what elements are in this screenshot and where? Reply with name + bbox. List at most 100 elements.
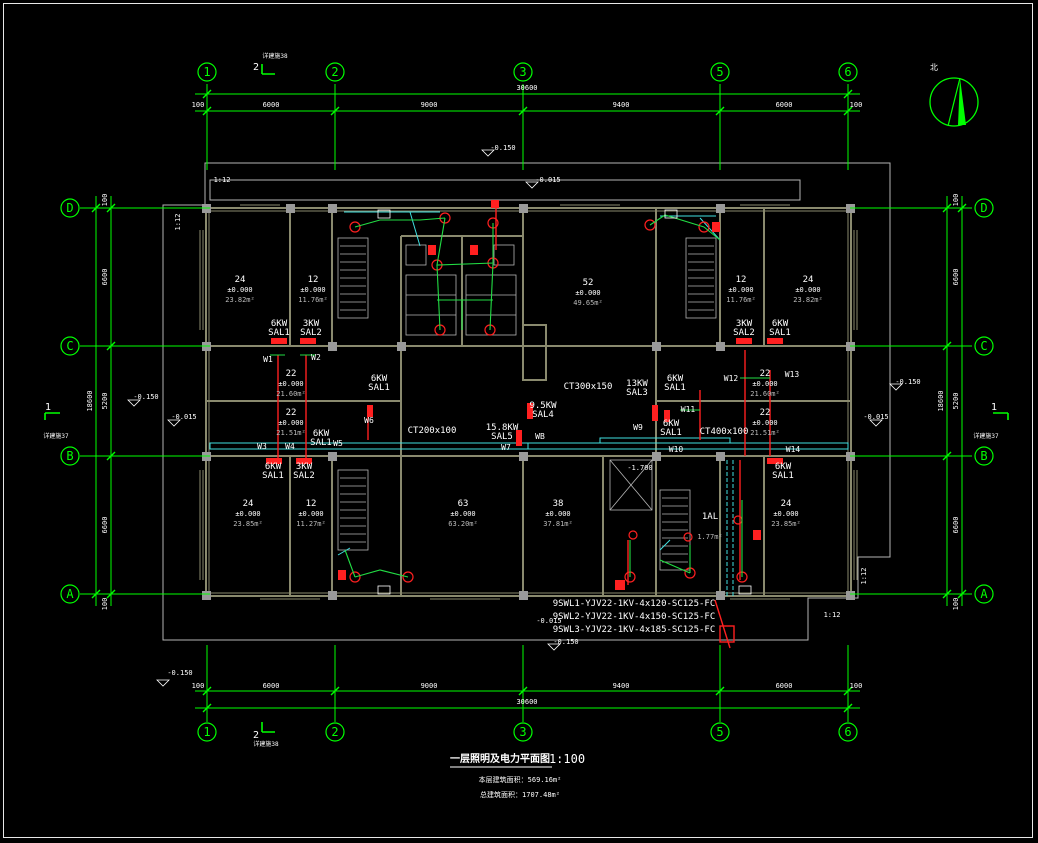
room-area: 49.65m² [573,299,603,307]
panel-tag: SAL4 [532,410,554,420]
room-area: 23.82m² [793,296,823,304]
panel-capacity: 6KW [775,462,792,472]
section-number: 2 [253,62,259,73]
dimension: 100 [952,194,960,207]
panel-capacity: 3KW [303,319,320,329]
axis-label-right: D [980,201,987,215]
room-area: 11.27m² [296,520,326,528]
dimension: 6600 [101,517,109,534]
room-number: 12 [308,275,319,285]
dimension: 5200 [952,393,960,410]
room-elevation: ±0.000 [752,419,777,427]
room-number: 24 [803,275,814,285]
circuit-id: W3 [257,442,267,451]
dimension: 100 [101,194,109,207]
level: -0.150 [133,393,158,401]
section-mark-lines [44,64,1009,733]
level: -0.150 [895,378,920,386]
dimension: 6600 [952,517,960,534]
panel-tag: SAL2 [733,328,755,338]
ramp-slope: 1:12 [860,568,868,585]
tray-spec: CT300x150 [564,382,613,392]
level: -1.700 [627,464,652,472]
room-area: 23.85m² [771,520,801,528]
tray-spec: CT200x100 [408,426,457,436]
level: -0.150 [167,669,192,677]
room-elevation: ±0.000 [795,286,820,294]
circuit-id: W14 [786,445,801,454]
room-number: 1AL [702,512,718,522]
axis-bubbles [60,62,994,742]
panel-capacity: 15.8KW [486,423,519,433]
drawing-title: 一层照明及电力平面图 [450,752,550,765]
room-elevation: ±0.000 [227,286,252,294]
panel-tag: SAL1 [664,383,686,393]
incoming-cable: 9SWL2-YJV22-1KV-4x150-SC125-FC [553,612,716,622]
dimension: 6000 [263,682,280,690]
room-number: 38 [553,499,564,509]
panel-capacity: 9.5KW [529,401,557,411]
level: -0.015 [536,617,561,625]
room-elevation: ±0.000 [278,380,303,388]
incoming-cable: 9SWL1-YJV22-1KV-4x120-SC125-FC [553,599,716,609]
circuit-id: W9 [633,423,643,432]
room-number: 24 [781,499,792,509]
tray-spec: CT400x100 [700,427,749,437]
axis-label-bottom: 1 [203,725,210,739]
panel-capacity: 6KW [772,319,789,329]
circuit-id: W5 [333,439,343,448]
panel-tag: SAL1 [310,438,332,448]
ramp-slope: 1:12 [824,611,841,619]
circuit-id: W7 [501,443,511,452]
north-label: 北 [930,63,938,72]
level: -0.015 [535,176,560,184]
section-number: 1 [45,402,51,413]
panel-capacity: 3KW [296,462,313,472]
panel-tag: SAL2 [300,328,322,338]
dimension: 100 [850,101,863,109]
room-elevation: ±0.000 [300,286,325,294]
outer-platform [162,162,891,641]
window-marks [199,204,858,600]
dimension: 9400 [613,682,630,690]
panel-capacity: 3KW [736,319,753,329]
ramp-slope: 1:12 [214,176,231,184]
level: -0.150 [553,638,578,646]
elevation-markers [127,149,903,687]
axis-label-left: B [66,449,73,463]
panel-capacity: 6KW [667,374,684,384]
axis-label-top: 3 [519,65,526,79]
room-elevation: ±0.000 [450,510,475,518]
section-ref: 详建施37 [43,432,69,440]
dimension: 6600 [952,269,960,286]
axis-label-bottom: 3 [519,725,526,739]
room-number: 22 [286,369,297,379]
panel-capacity: 13KW [626,379,648,389]
section-number: 2 [253,730,259,741]
room-elevation: ±0.000 [278,419,303,427]
axis-label-left: A [66,587,74,601]
panel-tag: SAL1 [268,328,290,338]
panel-capacity: 6KW [371,374,388,384]
room-elevation: ±0.000 [752,380,777,388]
stairs [337,237,717,571]
section-ref: 详建施37 [973,432,999,440]
room-area: 23.82m² [225,296,255,304]
dimension-total: 30600 [516,84,537,92]
dimension: 6000 [776,682,793,690]
room-area: 21.51m² [276,429,306,437]
room-number: 24 [235,275,246,285]
panel-tag: SAL3 [626,388,648,398]
axis-label-top: 1 [203,65,210,79]
axis-label-left: C [66,339,73,353]
room-area: 11.76m² [726,296,756,304]
axis-label-top: 2 [331,65,338,79]
section-number: 1 [991,402,997,413]
dimension-ticks [91,89,967,713]
circuit-id: W11 [681,405,696,414]
floor-area: 本层建筑面积：569.16m² [479,775,562,784]
axis-label-bottom: 2 [331,725,338,739]
exit-signs [377,209,752,595]
room-area: 63.20m² [448,520,478,528]
